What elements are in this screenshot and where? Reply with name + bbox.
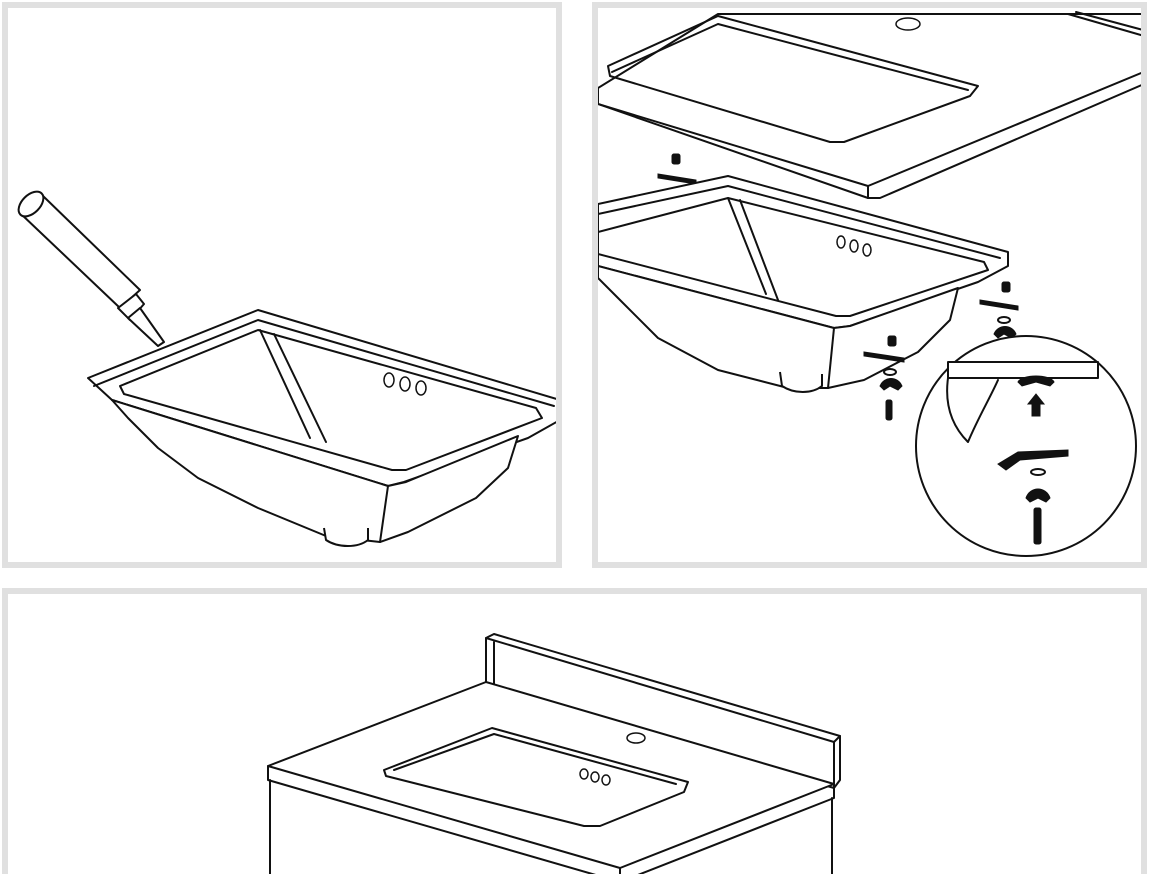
mounting-clip-icon	[657, 153, 697, 185]
panel-mount-sink	[592, 2, 1147, 568]
mounting-clip-icon	[863, 335, 905, 421]
detail-callout-icon	[915, 335, 1137, 557]
panel-finished-vanity	[2, 588, 1147, 874]
mount-sink-illustration	[598, 11, 1141, 557]
apply-sealant-illustration	[17, 190, 556, 547]
undermount-sink-icon	[87, 309, 556, 547]
caulk-tube-icon	[17, 190, 165, 347]
panel-apply-sealant	[2, 2, 562, 568]
cabinet-icon	[269, 779, 833, 874]
countertop-icon	[598, 11, 1141, 199]
vanity-countertop-icon	[267, 681, 835, 874]
undermount-sink-icon	[598, 175, 1009, 393]
finished-vanity-illustration	[267, 633, 841, 874]
